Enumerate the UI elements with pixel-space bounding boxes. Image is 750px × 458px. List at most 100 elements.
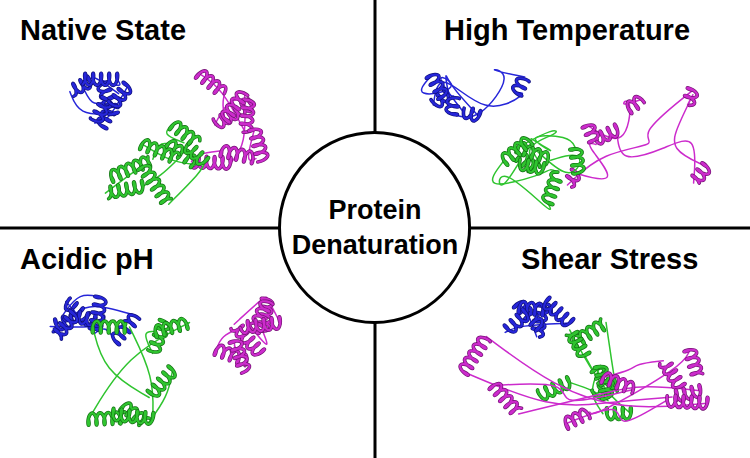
alpha-helix <box>155 319 188 338</box>
helix-ribbon <box>565 409 590 429</box>
helix-ribbon <box>504 309 528 332</box>
alpha-helix <box>544 297 574 325</box>
helix-outline <box>597 124 618 144</box>
alpha-helix <box>108 82 130 106</box>
helix-ribbon <box>111 157 151 182</box>
helix-outline <box>660 363 685 388</box>
alpha-helix <box>54 311 77 339</box>
helix-ribbon <box>489 384 521 414</box>
helix-ribbon <box>54 311 77 339</box>
alpha-helix <box>92 321 125 333</box>
helix-ribbon <box>684 350 703 375</box>
alpha-helix <box>667 395 708 409</box>
alpha-helix <box>112 408 153 424</box>
helix-outline <box>222 92 248 123</box>
alpha-helix <box>627 97 644 114</box>
helix-ribbon <box>109 180 143 198</box>
helix-ribbon <box>513 78 529 96</box>
helix-ribbon <box>627 97 644 114</box>
helix-outline <box>109 180 143 198</box>
center-title: Protein Denaturation <box>287 193 463 262</box>
alpha-helix <box>685 88 698 105</box>
alpha-helix <box>240 317 280 333</box>
helix-outline <box>196 71 226 94</box>
helix-outline <box>249 129 268 162</box>
alpha-helix <box>502 138 532 165</box>
shear-denatured-protein <box>460 297 708 429</box>
helix-outline <box>565 409 590 429</box>
alpha-helix <box>220 146 253 164</box>
helix-outline <box>667 395 708 409</box>
alpha-helix <box>169 122 199 144</box>
helix-outline <box>92 321 125 333</box>
helix-ribbon <box>83 73 118 85</box>
alpha-helix <box>111 157 151 182</box>
helix-ribbon <box>222 92 248 123</box>
alpha-helix <box>520 159 545 173</box>
helix-outline <box>582 125 598 143</box>
helix-ribbon <box>446 98 459 115</box>
helix-outline <box>155 319 188 338</box>
panel-heading: Acidic pH <box>20 243 154 276</box>
alpha-helix <box>489 384 521 414</box>
alpha-helix <box>426 75 446 100</box>
helix-outline <box>112 408 153 424</box>
helix-ribbon <box>229 341 249 373</box>
acid-denatured-protein <box>50 295 281 425</box>
helix-ribbon <box>140 140 180 162</box>
circle-outline <box>278 131 471 324</box>
alpha-helix <box>597 124 618 144</box>
protein-loop <box>88 323 189 420</box>
helix-ribbon <box>692 163 709 183</box>
helix-ribbon <box>676 385 701 401</box>
alpha-helix <box>446 98 459 115</box>
alpha-helix <box>460 337 490 375</box>
heat-denatured-protein <box>422 70 710 210</box>
helix-ribbon <box>220 146 253 164</box>
helix-outline <box>229 341 249 373</box>
alpha-helix <box>582 125 598 143</box>
helix-ribbon <box>460 337 490 375</box>
helix-outline <box>504 309 528 332</box>
helix-ribbon <box>520 159 545 173</box>
alpha-helix <box>676 385 701 401</box>
helix-ribbon <box>667 395 708 409</box>
helix-outline <box>140 140 180 162</box>
protein-loop <box>169 162 205 204</box>
protein-loop <box>93 327 149 397</box>
helix-outline <box>520 159 545 173</box>
helix-ribbon <box>597 124 618 144</box>
helix-ribbon <box>582 125 598 143</box>
alpha-helix <box>565 409 590 429</box>
quadrant-panel: Acidic pH <box>0 229 374 458</box>
alpha-helix <box>140 140 180 162</box>
alpha-helix <box>196 71 226 94</box>
alpha-helix <box>109 180 143 198</box>
center-circle: Protein Denaturation <box>278 131 471 324</box>
alpha-helix <box>222 92 248 123</box>
helix-outline <box>684 350 703 375</box>
helix-outline <box>83 73 118 85</box>
helix-ribbon <box>502 138 532 165</box>
helix-outline <box>147 366 175 396</box>
helix-ribbon <box>566 332 589 357</box>
helix-ribbon <box>601 373 633 393</box>
alpha-helix <box>692 163 709 183</box>
helix-outline <box>463 108 480 121</box>
helix-ribbon <box>155 319 188 338</box>
alpha-helix <box>249 129 268 162</box>
alpha-helix <box>513 78 529 96</box>
panel-heading: High Temperature <box>444 14 690 47</box>
alpha-helix <box>543 172 561 204</box>
native-protein <box>70 71 268 204</box>
helix-outline <box>543 172 561 204</box>
helix-outline <box>111 157 151 182</box>
helix-ribbon <box>463 108 480 121</box>
protein-loop <box>617 130 695 183</box>
helix-ribbon <box>685 88 698 105</box>
helix-ribbon <box>426 75 446 100</box>
helix-outline <box>108 82 130 106</box>
alpha-helix <box>570 149 584 174</box>
helix-outline <box>460 337 490 375</box>
helix-outline <box>566 332 589 357</box>
